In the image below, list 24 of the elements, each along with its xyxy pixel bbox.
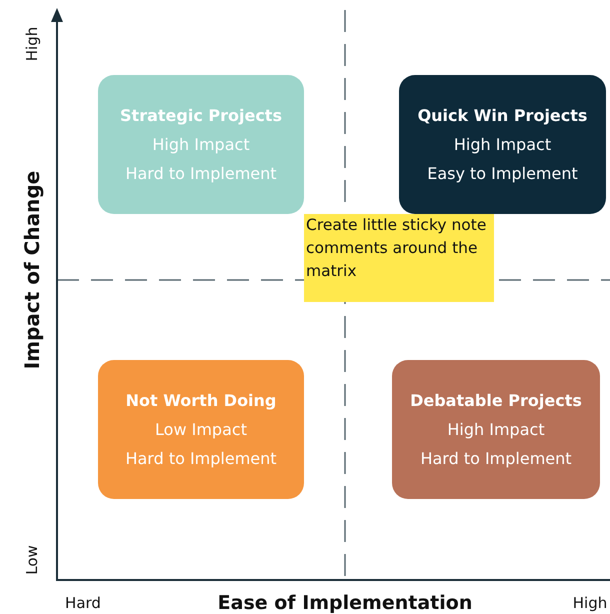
sticky-note: [304, 214, 494, 302]
quadrant-detail: High Impact: [447, 419, 545, 441]
quadrant-card: [399, 75, 606, 214]
quadrant-title: Strategic Projects: [120, 105, 282, 127]
quadrant-card: [98, 360, 304, 499]
quadrant-detail: Hard to Implement: [125, 163, 277, 185]
quadrant-detail: Low Impact: [155, 419, 247, 441]
axis-tick-label: Low: [23, 545, 41, 575]
quadrant-detail: High Impact: [454, 134, 552, 156]
quadrant-card: [98, 75, 304, 214]
quadrant-title: Debatable Projects: [410, 390, 582, 412]
axis-tick-label: Hard: [65, 594, 101, 612]
note-text: Create little sticky note comments around the matrix: [306, 215, 488, 282]
quadrant-detail: Hard to Implement: [420, 448, 572, 470]
quadrant-detail: Hard to Implement: [125, 448, 277, 470]
quadrant-detail: High Impact: [152, 134, 250, 156]
quadrant-title: Not Worth Doing: [126, 390, 276, 412]
axis-title: Ease of Implementation: [218, 592, 472, 614]
quadrant-card: [392, 360, 600, 499]
axis-tick-label: High: [23, 26, 41, 62]
quadrant-detail: Easy to Implement: [427, 163, 578, 185]
quadrant-title: Quick Win Projects: [418, 105, 588, 127]
axis-title: Impact of Change: [20, 170, 44, 370]
axis-tick-label: High: [572, 594, 608, 612]
